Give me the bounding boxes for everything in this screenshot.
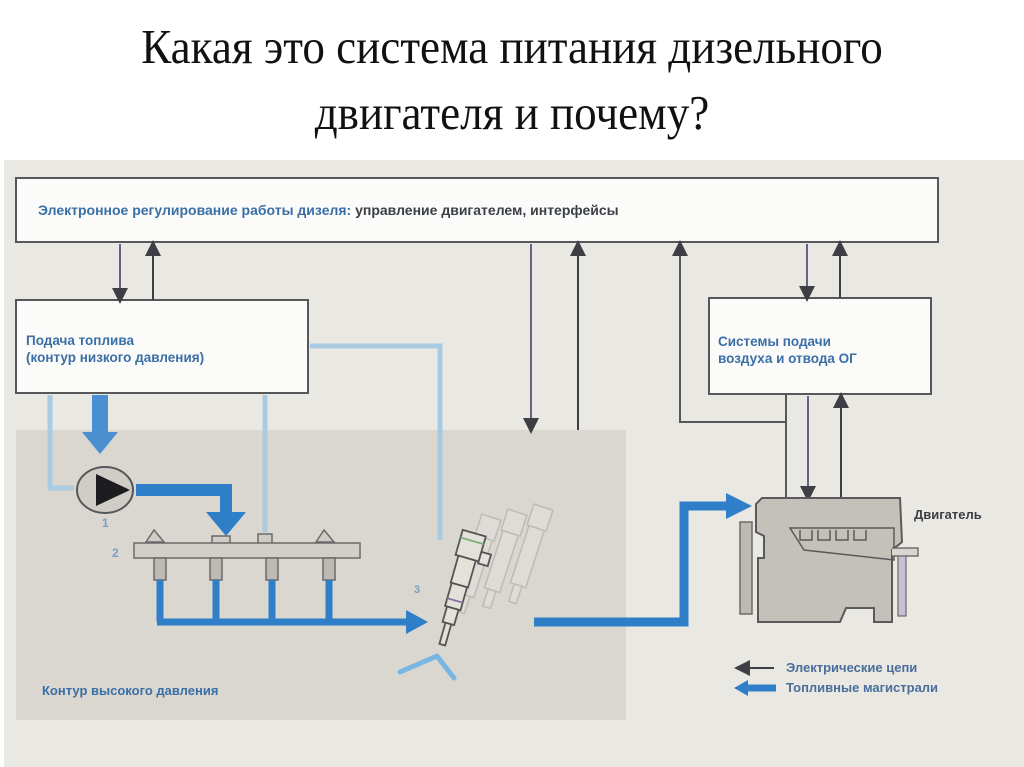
ecu-label-part2: управление двигателем, интерфейсы <box>355 202 619 218</box>
fuel-supply-line-1: Подача топлива <box>26 333 134 348</box>
fuel-spray <box>397 653 457 681</box>
fuel-line-pump-to-rail <box>136 484 232 512</box>
fuel-supply-box <box>15 299 309 394</box>
fuel-arrow-into-rail <box>206 512 246 536</box>
fuel-arrow-into-injector <box>406 610 428 634</box>
air-system-line-1: Системы подачи <box>718 334 831 349</box>
slide-title: Какая это система питания дизельного дви… <box>41 14 983 146</box>
ecu-box <box>15 177 939 243</box>
legend-fuel-arrowhead <box>734 680 748 696</box>
title-line-1: Какая это система питания дизельного <box>141 19 883 74</box>
fuel-arrow-into-engine <box>726 493 752 519</box>
ecu-box-label: Электронное регулирование работы дизеля:… <box>38 202 619 219</box>
fuel-supply-line-2: (контур низкого давления) <box>26 350 205 365</box>
high-pressure-region-label: Контур высокого давления <box>42 683 219 698</box>
rail-number: 2 <box>112 546 119 560</box>
diesel-system-diagram: Электронное регулирование работы дизеля:… <box>4 160 1024 767</box>
diagram-canvas <box>15 177 939 720</box>
fuel-supply-box-label: Подача топлива (контур низкого давления) <box>26 332 204 366</box>
engine <box>739 497 919 623</box>
return-line-left <box>47 395 74 491</box>
air-system-line-2: воздуха и отвода ОГ <box>718 351 857 366</box>
legend-fuel-label: Топливные магистрали <box>786 680 939 695</box>
legend-electric-label: Электрические цепи <box>786 660 918 675</box>
air-system-box <box>708 297 932 395</box>
engine-label: Двигатель <box>914 507 982 522</box>
fuel-arrow-into-pump <box>82 432 118 454</box>
fuel-line-to-engine <box>534 501 728 627</box>
injector <box>438 528 493 647</box>
air-system-box-label: Системы подачи воздуха и отвода ОГ <box>718 333 857 367</box>
return-line-injector <box>310 343 443 540</box>
title-line-2: двигателя и почему? <box>314 85 710 140</box>
pump-play-icon <box>96 474 130 506</box>
electric-line-engine-to-ecu <box>672 240 787 498</box>
common-rail <box>133 528 361 581</box>
injector-number: 3 <box>414 584 421 596</box>
ecu-label-part1: Электронное регулирование работы дизеля: <box>38 202 352 218</box>
pump-number: 1 <box>102 516 109 530</box>
high-pressure-fuel-lines <box>156 580 408 626</box>
